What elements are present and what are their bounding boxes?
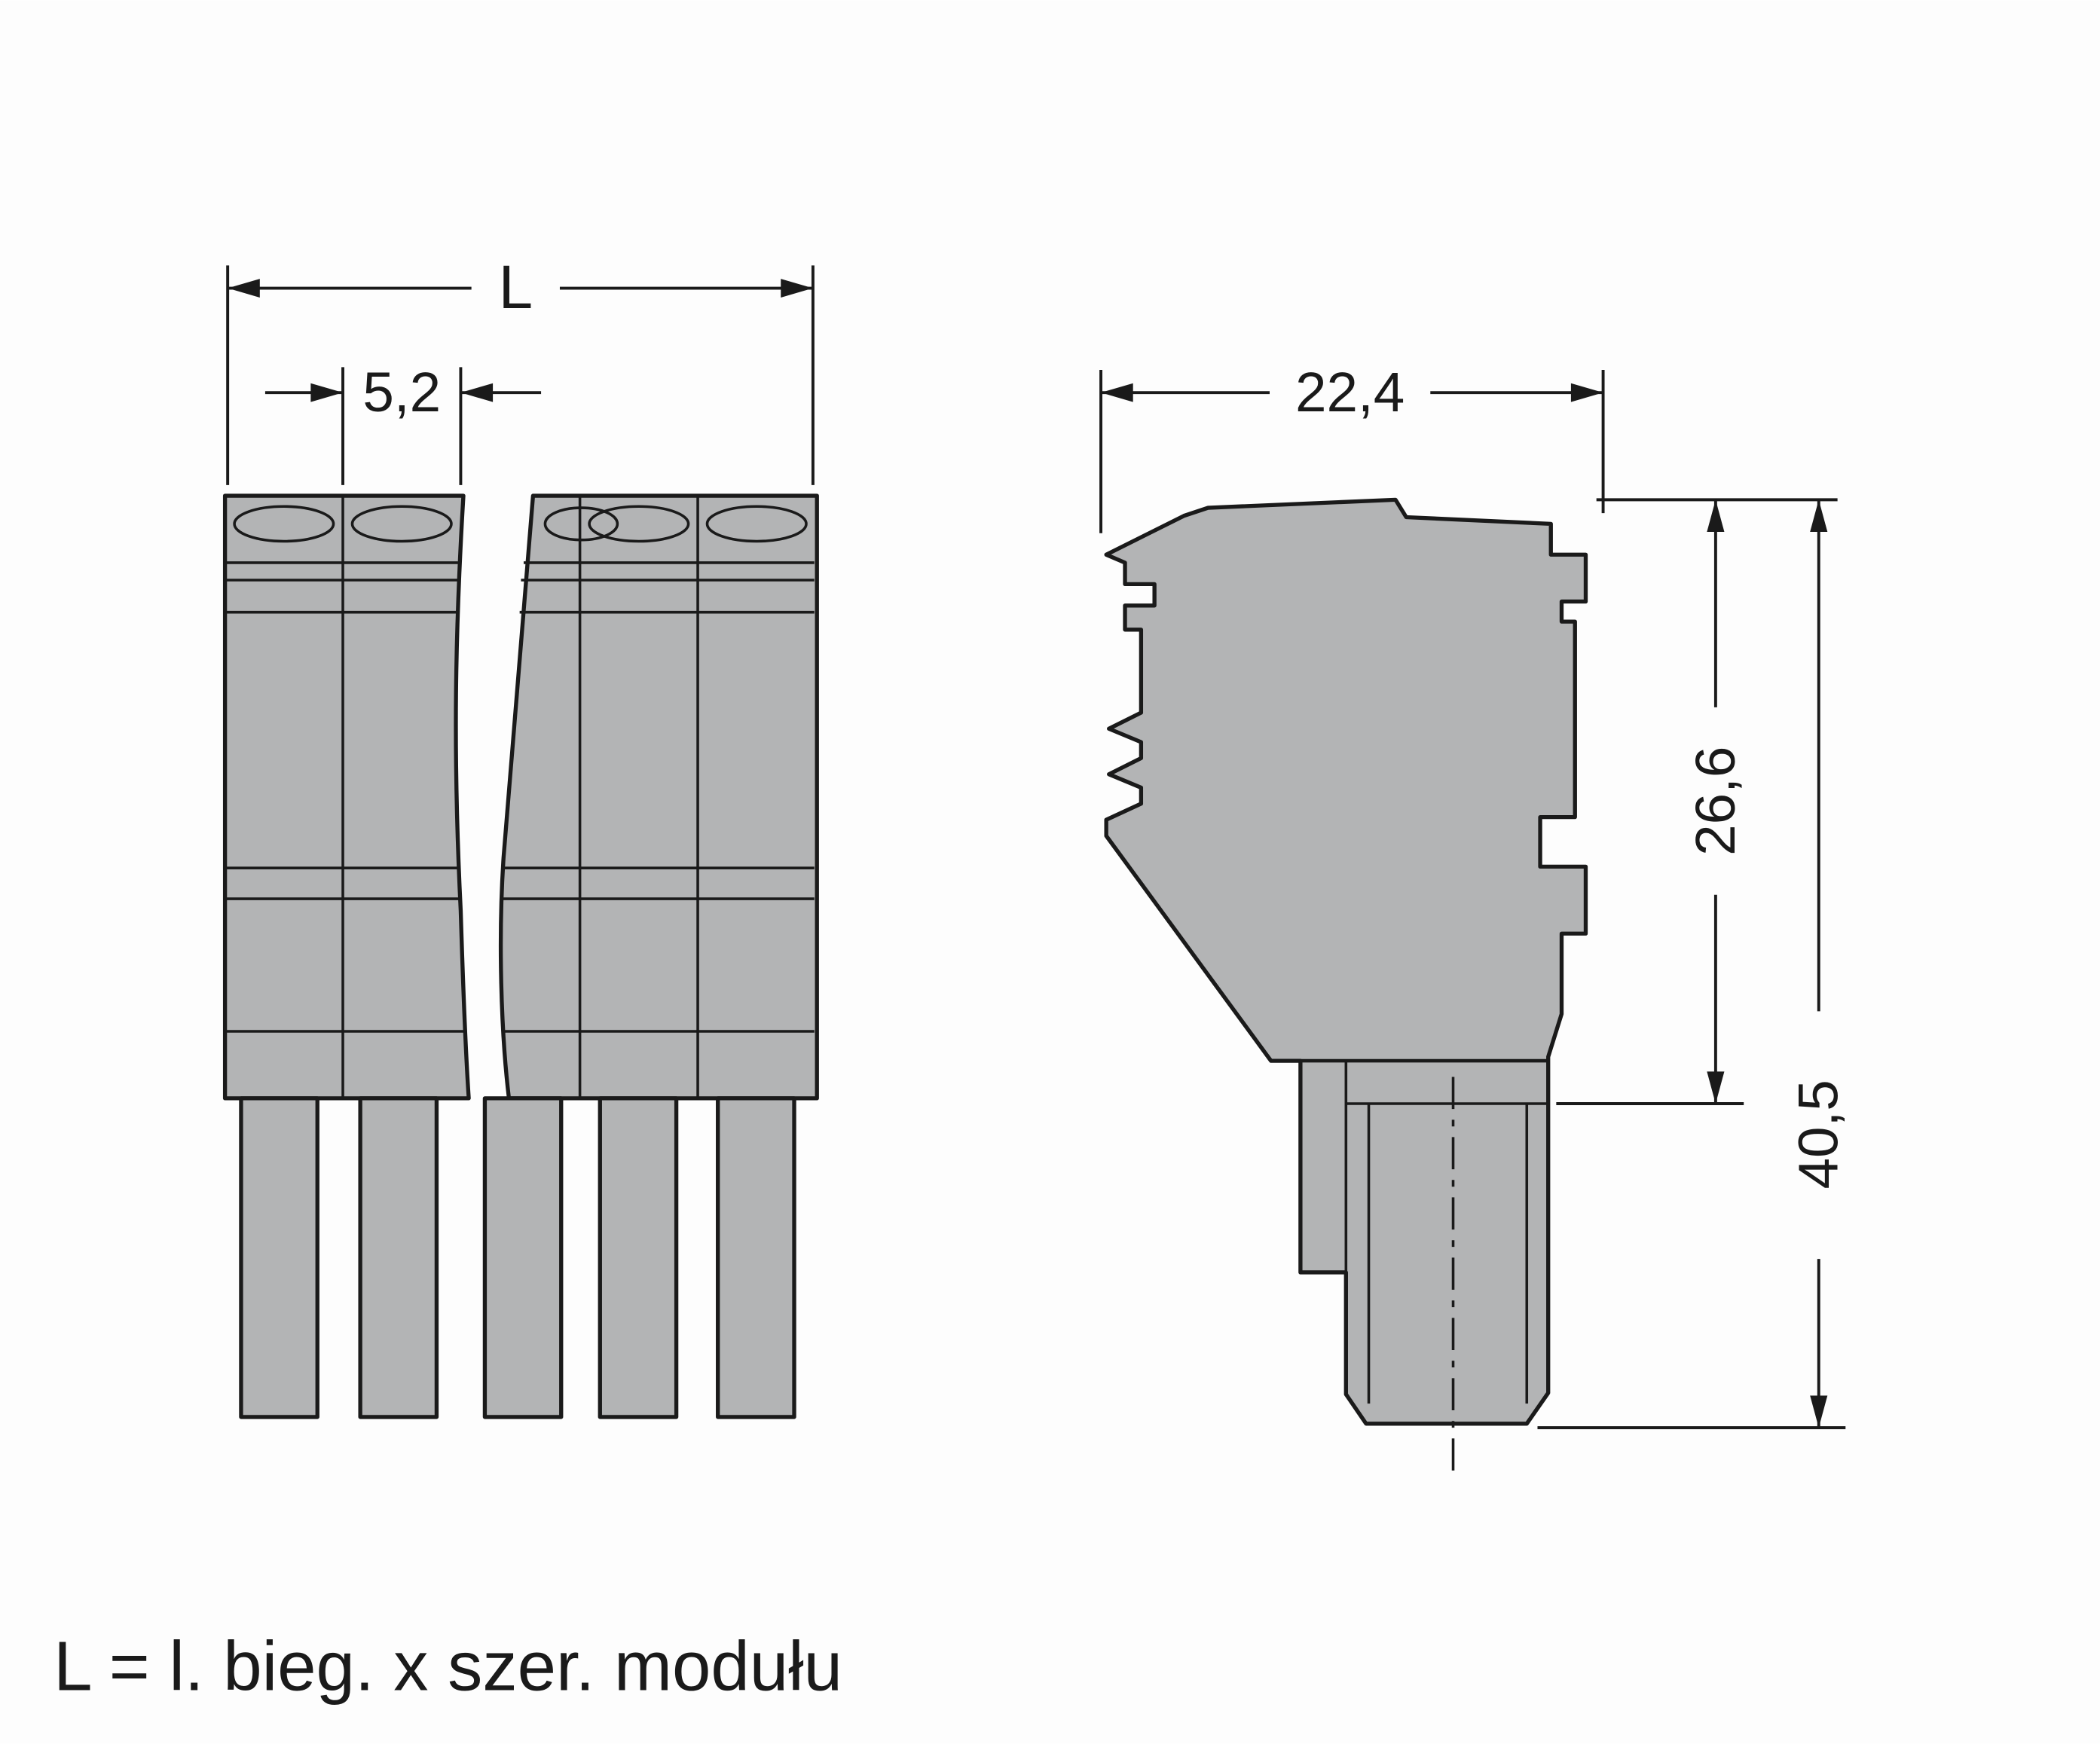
dimension-label-total-width: L <box>499 253 533 322</box>
dimension-total-height: 40,5 <box>1537 499 1850 1430</box>
dimension-total-width: L <box>226 253 815 485</box>
front-body-left-piece <box>222 493 471 1101</box>
arrowhead-left-icon <box>460 383 494 402</box>
contact-pin <box>482 1096 564 1419</box>
front-view: L 5,2 <box>222 253 819 1419</box>
wire-entry-opening <box>705 505 808 543</box>
arrowhead-right-icon <box>781 279 813 298</box>
dimension-label-total-height: 40,5 <box>1787 1080 1850 1189</box>
contact-pin <box>598 1096 679 1419</box>
dimension-side-width: 22,4 <box>1099 360 1605 533</box>
arrowhead-left-icon <box>1101 383 1133 402</box>
wire-entry-opening <box>350 505 453 543</box>
arrowhead-up-icon <box>1707 499 1725 533</box>
wire-entry-opening <box>588 505 690 543</box>
dimension-module-width: 5,2 <box>264 360 542 485</box>
arrowhead-up-icon <box>1810 499 1828 533</box>
arrowhead-down-icon <box>1707 1071 1725 1104</box>
contact-pin <box>358 1096 439 1419</box>
legend-caption: L = l. bieg. x szer. modułu <box>53 1627 842 1706</box>
wire-entry-opening <box>233 505 335 543</box>
dimension-label-side-width: 22,4 <box>1295 360 1405 423</box>
front-body-right-piece <box>498 493 819 1101</box>
dimension-label-upper-height: 26,6 <box>1683 747 1747 856</box>
arrowhead-right-icon <box>310 383 344 402</box>
contact-pin <box>716 1096 796 1419</box>
arrowhead-left-icon <box>228 279 260 298</box>
side-body-profile <box>1104 497 1588 1426</box>
dimension-label-module-width: 5,2 <box>362 360 441 423</box>
contact-pin <box>239 1096 319 1419</box>
dimension-upper-height: 26,6 <box>1556 498 1838 1105</box>
arrowhead-right-icon <box>1570 383 1603 402</box>
side-view: 22,4 26,6 40,5 <box>1099 360 1850 1471</box>
arrowhead-down-icon <box>1810 1395 1828 1428</box>
